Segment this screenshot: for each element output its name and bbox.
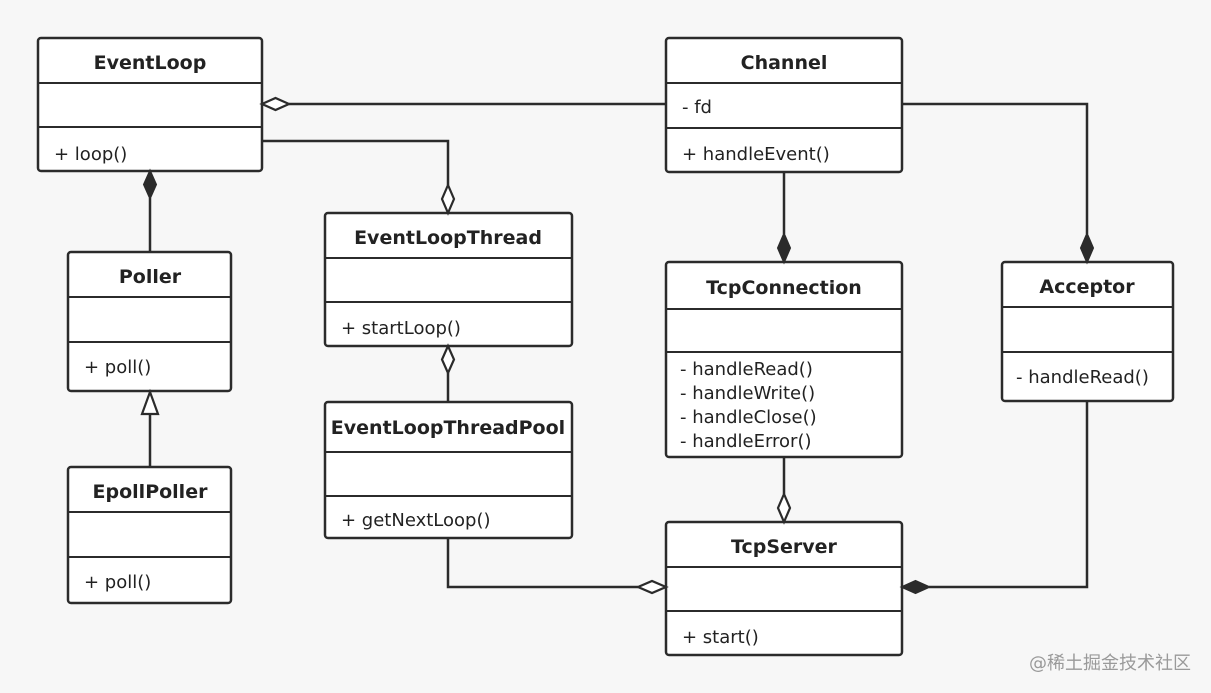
class-name-poller: Poller bbox=[119, 266, 182, 288]
class-poller[interactable]: Poller + poll() bbox=[66, 250, 233, 393]
method-poller-poll: + poll() bbox=[84, 357, 151, 378]
class-eventloopthread[interactable]: EventLoopThread + startLoop() bbox=[323, 211, 574, 348]
method-tcpconnection-handleread: - handleRead() bbox=[680, 359, 813, 380]
connectors bbox=[148, 102, 1089, 589]
class-name-channel: Channel bbox=[741, 52, 828, 74]
aggregation-diamond-eventloopthread-pool bbox=[440, 343, 456, 376]
aggregation-diamond-eventloopthread-eventloop bbox=[440, 182, 456, 216]
composition-diamond-eventloop-poller bbox=[142, 168, 158, 201]
method-tcpconnection-handleerror: - handleError() bbox=[680, 431, 811, 452]
class-tcpconnection[interactable]: TcpConnection - handleRead() - handleWri… bbox=[664, 260, 904, 459]
class-epollpoller[interactable]: EpollPoller + poll() bbox=[66, 465, 233, 605]
edge-tcpserver-acceptor bbox=[929, 401, 1089, 589]
composition-diamond-acceptor-channel bbox=[1079, 231, 1095, 265]
class-name-epollpoller: EpollPoller bbox=[93, 481, 209, 503]
aggregation-diamond-tcpserver-tcpconnection bbox=[776, 491, 792, 525]
watermark: @稀土掘金技术社区 bbox=[1029, 653, 1191, 674]
class-acceptor[interactable]: Acceptor - handleRead() bbox=[1000, 260, 1175, 403]
method-eventloopthread-startloop: + startLoop() bbox=[341, 318, 461, 339]
class-name-eventloopthreadpool: EventLoopThreadPool bbox=[331, 417, 565, 439]
method-eventloop-loop: + loop() bbox=[54, 144, 127, 165]
method-tcpserver-start: + start() bbox=[682, 627, 759, 648]
class-name-acceptor: Acceptor bbox=[1039, 276, 1135, 298]
class-name-tcpserver: TcpServer bbox=[731, 536, 838, 558]
class-channel[interactable]: Channel - fd + handleEvent() bbox=[664, 36, 904, 174]
method-eventloopthreadpool-getnextloop: + getNextLoop() bbox=[341, 510, 491, 531]
method-tcpconnection-handleclose: - handleClose() bbox=[680, 407, 817, 428]
class-eventloopthreadpool[interactable]: EventLoopThreadPool + getNextLoop() bbox=[323, 400, 574, 540]
relationship-markers bbox=[140, 96, 1095, 595]
aggregation-diamond-eventloop bbox=[259, 96, 292, 112]
class-name-eventloopthread: EventLoopThread bbox=[354, 227, 542, 249]
edge-eventloop-eventloopthread bbox=[262, 139, 450, 185]
method-acceptor-handleread: - handleRead() bbox=[1016, 367, 1149, 388]
inheritance-triangle-poller bbox=[140, 388, 160, 416]
edge-acceptor-channel bbox=[902, 102, 1089, 234]
edge-tcpserver-eventloopthreadpool bbox=[446, 538, 638, 589]
class-tcpserver[interactable]: TcpServer + start() bbox=[664, 520, 904, 657]
aggregation-diamond-tcpserver-pool bbox=[635, 579, 669, 595]
class-eventloop[interactable]: EventLoop + loop() bbox=[36, 36, 264, 173]
composition-diamond-tcpserver-acceptor bbox=[899, 579, 932, 595]
attribute-channel-fd: - fd bbox=[682, 97, 712, 118]
class-name-eventloop: EventLoop bbox=[94, 52, 207, 74]
composition-diamond-tcpconnection-channel bbox=[776, 231, 792, 265]
class-name-tcpconnection: TcpConnection bbox=[706, 277, 862, 299]
method-epollpoller-poll: + poll() bbox=[84, 572, 151, 593]
method-tcpconnection-handlewrite: - handleWrite() bbox=[680, 383, 815, 404]
method-channel-handleevent: + handleEvent() bbox=[682, 144, 830, 165]
